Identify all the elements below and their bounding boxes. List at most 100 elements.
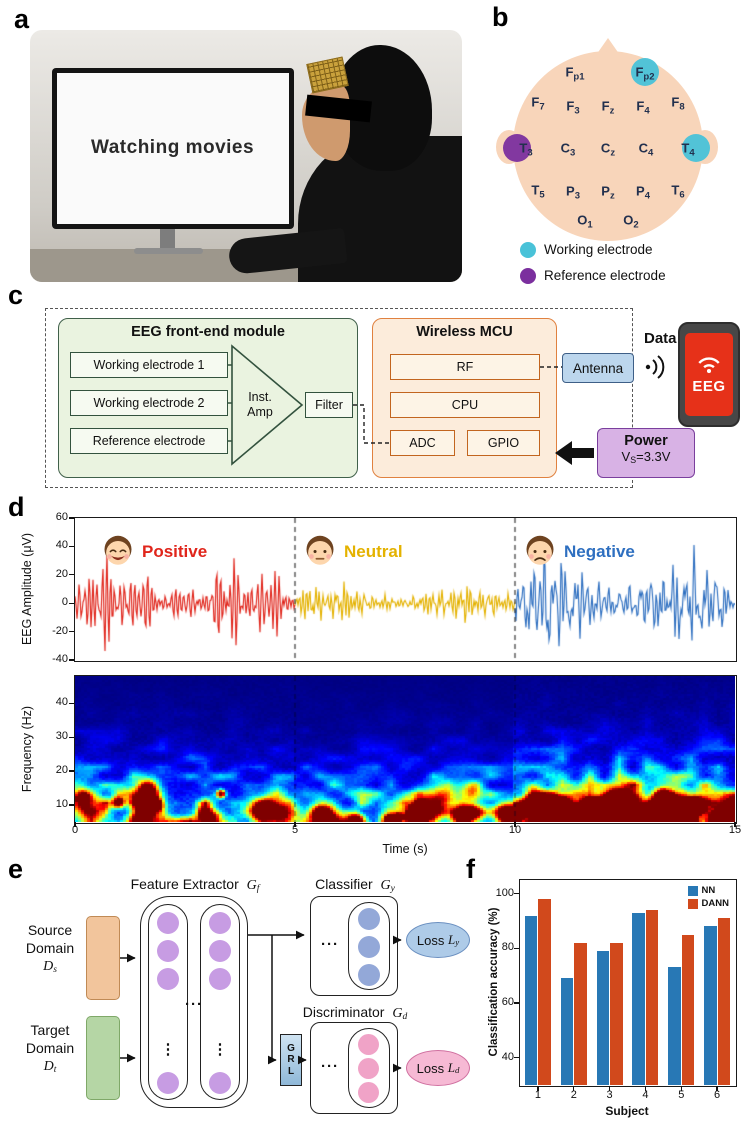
feature-layer-1-node-1: [157, 912, 179, 934]
working-electrode-2-block: Working electrode 2: [70, 390, 228, 416]
feature-layer-2-node-4: [209, 1072, 231, 1094]
discriminator-oval: [348, 1028, 390, 1108]
bar-dann-subject-4: [645, 910, 659, 1085]
target-line2: Domain: [25, 1039, 75, 1056]
monitor-screen: Watching movies: [56, 72, 289, 225]
classifier-node-1: [358, 908, 380, 930]
bar-y-tick-mark: [514, 1002, 519, 1004]
source-symbol: D: [43, 959, 54, 974]
panel-e-label: e: [8, 854, 24, 884]
inst-amp-label: Inst. Amp: [236, 390, 284, 420]
bar-x-tick-2: 2: [570, 1089, 577, 1101]
electrode-P3: P3: [566, 183, 580, 202]
antenna-block: Antenna: [562, 353, 634, 383]
electrode-O1: O1: [577, 212, 593, 231]
feature-layer-2-node-2: [209, 940, 231, 962]
source-line1: Source: [27, 922, 73, 938]
working-electrode-1-block: Working electrode 1: [70, 352, 228, 378]
signal-waves-icon: [645, 355, 665, 379]
spec-y-tick-20: 20: [55, 764, 68, 777]
working-electrode-2-label: Working electrode 2: [93, 396, 205, 410]
feature-layer-1-node-2: [157, 940, 179, 962]
discriminator-text: Discriminator: [302, 1004, 385, 1020]
inst-amp-line1: Inst.: [248, 390, 272, 404]
bar-y-tick-60: 60: [501, 996, 514, 1008]
spec-y-tick-10: 10: [55, 798, 68, 811]
bar-dann-subject-2: [574, 942, 587, 1085]
bar-x-tick-5: 5: [678, 1089, 685, 1101]
data-label: Data: [644, 330, 677, 347]
source-symbol-sub: s: [53, 965, 57, 976]
target-domain-box: [86, 1016, 120, 1100]
bar-x-tick-3: 3: [606, 1089, 613, 1101]
electrode-T4: T4: [681, 140, 695, 159]
filter-block: Filter: [305, 392, 353, 418]
bar-dann-subject-3: [610, 942, 623, 1085]
feature-extractor-text: Feature Extractor: [130, 876, 239, 892]
eeg-y-tick-20: 20: [55, 567, 68, 580]
eeg-y-tick--20: -20: [52, 624, 68, 637]
time-tick-mark: [734, 822, 736, 827]
target-line1: Target: [30, 1022, 70, 1038]
feature-layer-2-node-1: [209, 912, 231, 934]
grl-letter-g: G: [287, 1042, 295, 1054]
electrode-F7: F7: [531, 94, 545, 113]
smartphone: EEG: [678, 322, 740, 427]
spec-y-tick-mark: [69, 770, 74, 772]
time-tick-15: 15: [728, 824, 742, 836]
chart-legend: NN DANN: [687, 885, 729, 911]
mcu-title: Wireless MCU: [416, 324, 513, 340]
electrode-Cz: Cz: [600, 140, 616, 159]
electrode-F4: F4: [636, 98, 650, 117]
reference-electrode-legend-dot: [520, 268, 536, 284]
sad-face-icon: [522, 534, 558, 570]
grl-letter-l: L: [287, 1065, 295, 1077]
eeg-y-tick-mark: [69, 659, 74, 661]
bar-y-axis-title: Classification accuracy (%): [488, 907, 500, 1057]
reference-electrode-marker: [503, 134, 531, 162]
feature-extractor-title: Feature Extractor Gf: [110, 876, 280, 894]
time-tick-mark: [74, 822, 76, 827]
electrode-O2: O2: [623, 212, 639, 231]
eeg-y-tick-40: 40: [55, 539, 68, 552]
bar-x-tick-mark: [573, 1086, 575, 1091]
eeg-y-tick-mark: [69, 602, 74, 604]
classifier-ellipsis: ···: [321, 936, 339, 953]
electrode-Fp2: Fp2: [635, 64, 655, 83]
target-domain-label: Target Domain Dt: [18, 1022, 82, 1076]
spec-y-tick-30: 30: [55, 730, 68, 743]
time-tick-5: 5: [291, 824, 299, 836]
bar-y-tick-40: 40: [501, 1050, 514, 1063]
front-end-title: EEG front-end module: [131, 324, 285, 340]
bar-y-tick-80: 80: [501, 941, 514, 954]
power-supply-block: Power VS=3.3V: [597, 428, 695, 478]
classifier-oval: [348, 902, 390, 990]
panel-c-label: c: [8, 280, 24, 310]
electrode-T3: T3: [519, 140, 533, 159]
classifier-node-3: [358, 964, 380, 986]
power-title: Power: [624, 433, 668, 449]
happy-face-icon: [100, 534, 136, 570]
spectrogram-y-axis-title: Frequency (Hz): [20, 705, 34, 793]
working-electrode-marker: [631, 58, 659, 86]
working-electrode-1-label: Working electrode 1: [93, 358, 205, 372]
source-domain-label: Source Domain Ds: [18, 922, 82, 976]
layer-2-vertical-dots: ⋮: [212, 1041, 228, 1058]
bar-x-tick-mark: [716, 1086, 718, 1091]
adc-block: ADC: [390, 430, 455, 456]
electrode-C4: C4: [638, 140, 654, 159]
loss-d-text: Loss: [416, 1060, 445, 1076]
feature-extractor-symbol-sub: f: [256, 884, 260, 895]
feature-layer-2-oval: [200, 904, 240, 1100]
feature-extractor-box: [140, 896, 248, 1108]
discriminator-node-1: [358, 1034, 379, 1055]
gpio-label: GPIO: [487, 436, 520, 450]
discriminator-symbol-sub: d: [402, 1012, 408, 1023]
power-symbol-sub: S: [630, 455, 637, 466]
inst-amp-line2: Amp: [247, 405, 273, 419]
reference-electrode-legend-label: Reference electrode: [544, 268, 666, 283]
target-symbol: D: [43, 1059, 54, 1074]
eeg-y-axis-title: EEG Amplitude (μV): [20, 532, 34, 646]
